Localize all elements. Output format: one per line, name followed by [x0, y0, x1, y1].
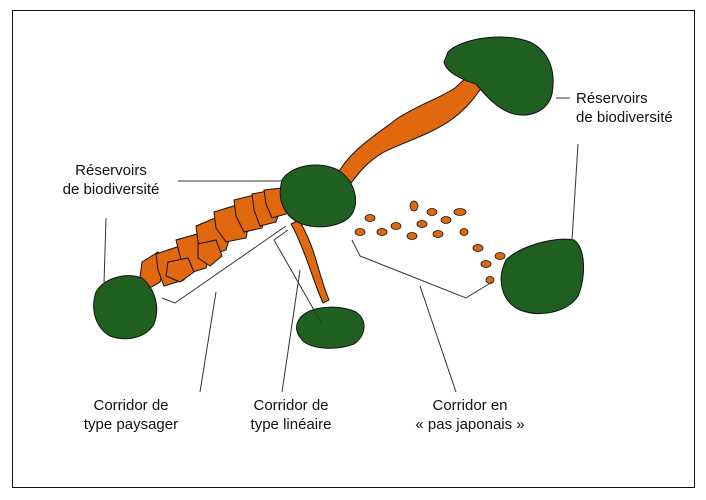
corridor-stepping-stones: [354, 200, 506, 284]
label-corridor-landscape: Corridor de type paysager: [72, 396, 190, 434]
reservoir-center: [279, 164, 356, 228]
label-line: type paysager: [83, 416, 179, 433]
reservoir-right: [500, 238, 585, 314]
label-reservoir-left: Réservoirs de biodiversité: [56, 161, 166, 199]
label-line: de biodiversité: [576, 109, 673, 126]
reservoirs: [93, 36, 585, 349]
label-line: type linéaire: [250, 416, 332, 433]
label-line: Réservoirs: [75, 162, 147, 179]
corridor-to-top-right: [334, 73, 485, 191]
corridor-linear: [290, 219, 330, 304]
leader-lines: [103, 97, 579, 393]
label-line: « pas japonais »: [415, 416, 525, 433]
label-line: Réservoirs: [576, 90, 648, 107]
reservoir-bottom: [296, 306, 365, 349]
label-line: Corridor de: [253, 397, 329, 414]
label-corridor-stepping: Corridor en « pas japonais »: [406, 396, 534, 434]
corridor-landscape: [139, 187, 291, 291]
label-line: Corridor en: [432, 397, 508, 414]
label-corridor-linear: Corridor de type linéaire: [236, 396, 346, 434]
label-line: de biodiversité: [62, 181, 160, 198]
reservoir-top-right: [443, 36, 554, 116]
label-reservoir-top-right: Réservoirs de biodiversité: [576, 89, 673, 127]
label-line: Corridor de: [93, 397, 169, 414]
reservoir-left: [93, 275, 158, 340]
